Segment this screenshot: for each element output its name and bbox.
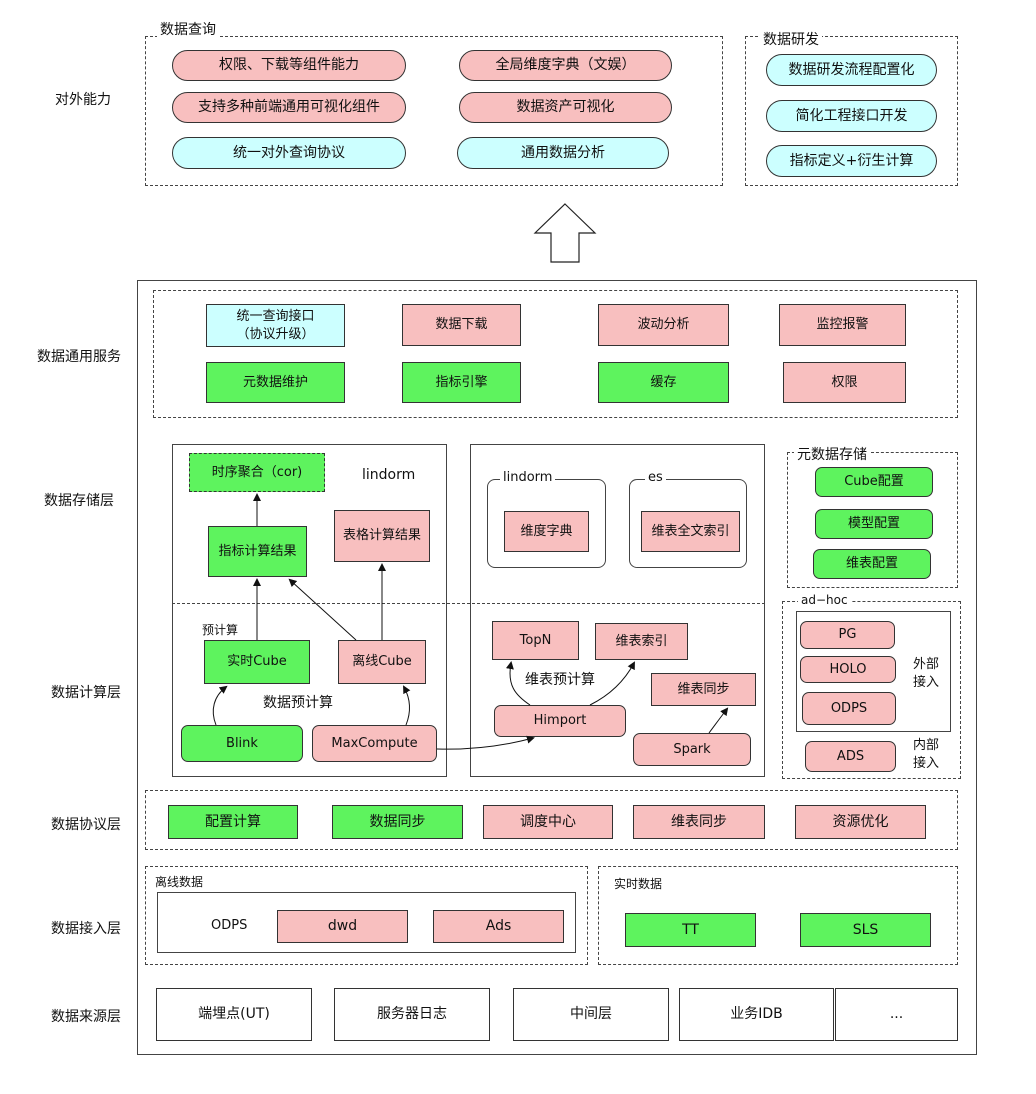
spark-box: Spark	[633, 733, 751, 766]
odps-label: ODPS	[211, 918, 248, 933]
query-group	[145, 36, 723, 186]
dwd-box: dwd	[277, 910, 408, 943]
meta-item: 模型配置	[815, 509, 933, 539]
metric-result-box: 指标计算结果	[208, 526, 307, 577]
service-item: 元数据维护	[206, 362, 345, 403]
ads-box: ADS	[805, 741, 896, 772]
label-protocol: 数据协议层	[51, 817, 121, 833]
arrow	[212, 685, 228, 726]
source-item: 端埋点(UT)	[156, 988, 312, 1041]
external-group	[796, 611, 951, 732]
service-item: 权限	[783, 362, 906, 403]
dev-item: 数据研发流程配置化	[766, 54, 937, 86]
topn-box: TopN	[492, 621, 579, 660]
service-item: 统一查询接口 （协议升级）	[206, 304, 345, 347]
query-item: 支持多种前端通用可视化组件	[172, 92, 406, 123]
arrow	[505, 661, 531, 706]
source-item: 服务器日志	[334, 988, 490, 1041]
table-result-box: 表格计算结果	[334, 510, 430, 562]
meta-title: 元数据存储	[794, 444, 870, 464]
arrow	[288, 578, 357, 641]
meta-item: 维表配置	[813, 549, 931, 579]
maxcompute-box: MaxCompute	[312, 725, 437, 762]
service-item: 指标引擎	[402, 362, 521, 403]
pg-box: PG	[800, 621, 895, 649]
dev-item: 简化工程接口开发	[766, 100, 937, 132]
holo-box: HOLO	[800, 656, 896, 683]
label-ingest: 数据接入层	[51, 921, 121, 937]
layer-divider	[172, 603, 765, 604]
dim-dict-box: 维度字典	[504, 511, 589, 552]
protocol-item: 维表同步	[633, 805, 765, 839]
sls-box: SLS	[800, 913, 931, 947]
protocol-item: 资源优化	[795, 805, 926, 839]
query-item: 权限、下载等组件能力	[172, 50, 406, 81]
odps-group	[157, 892, 576, 953]
dim-precalc-label: 维表预计算	[525, 672, 595, 688]
dev-group	[745, 36, 958, 186]
up-arrow-icon	[533, 203, 597, 263]
label-source: 数据来源层	[51, 1009, 121, 1025]
dev-title: 数据研发	[760, 29, 822, 49]
adhoc-group	[782, 601, 961, 779]
query-item: 通用数据分析	[457, 137, 669, 169]
arrow	[708, 707, 729, 734]
realtime-title: 实时数据	[614, 877, 663, 891]
himport-box: Himport	[494, 705, 626, 737]
adhoc-title: ad−hoc	[798, 593, 851, 607]
lindorm-label: lindorm	[362, 467, 416, 483]
blink-box: Blink	[181, 725, 303, 762]
internal-access-label: 内部 接入	[913, 738, 940, 771]
platform-frame	[137, 280, 977, 1055]
realtime-group	[598, 866, 958, 965]
offline-group	[145, 866, 588, 965]
tt-box: TT	[625, 913, 756, 947]
label-service: 数据通用服务	[37, 349, 121, 365]
service-item: 缓存	[598, 362, 729, 403]
offline-title: 离线数据	[155, 875, 204, 889]
source-item: 中间层	[513, 988, 669, 1041]
query-item: 统一对外查询协议	[172, 137, 406, 169]
dim-index-box: 维表索引	[595, 623, 688, 660]
query-item: 数据资产可视化	[459, 92, 672, 123]
es-group-label: es	[645, 470, 666, 485]
protocol-item: 配置计算	[168, 805, 298, 839]
dim-sync-box: 维表同步	[651, 673, 756, 706]
service-item: 监控报警	[779, 304, 906, 346]
lindorm-group-label: lindorm	[500, 470, 556, 485]
timeseries-box: 时序聚合（cor)	[189, 453, 325, 492]
query-title: 数据查询	[157, 19, 219, 39]
precalc-label: 预计算	[202, 623, 239, 637]
odps-box: ODPS	[802, 692, 896, 725]
protocol-item: 调度中心	[483, 805, 613, 839]
es-group	[629, 479, 747, 568]
dimension-panel	[470, 444, 765, 777]
precompute-panel	[172, 444, 447, 777]
service-item: 数据下载	[402, 304, 521, 346]
meta-item: Cube配置	[815, 467, 933, 497]
source-item: ...	[835, 988, 958, 1041]
data-precalc-label: 数据预计算	[263, 695, 333, 711]
label-storage: 数据存储层	[44, 493, 114, 509]
query-item: 全局维度字典（文娱）	[459, 50, 672, 81]
ads-table-box: Ads	[433, 910, 564, 943]
realtime-cube-box: 实时Cube	[204, 640, 310, 684]
offline-cube-box: 离线Cube	[338, 640, 426, 684]
service-item: 波动分析	[598, 304, 729, 346]
arrow	[403, 685, 411, 726]
source-item: 业务IDB	[679, 988, 834, 1041]
arrow	[436, 735, 535, 750]
arrow	[589, 661, 635, 706]
dev-item: 指标定义+衍生计算	[766, 145, 937, 177]
service-group	[153, 290, 958, 418]
meta-group	[787, 452, 958, 588]
external-access-label: 外部 接入	[913, 657, 940, 690]
protocol-item: 数据同步	[332, 805, 463, 839]
fulltext-index-box: 维表全文索引	[641, 511, 740, 552]
label-external: 对外能力	[55, 92, 111, 108]
label-compute: 数据计算层	[51, 685, 121, 701]
protocol-group	[145, 790, 958, 850]
